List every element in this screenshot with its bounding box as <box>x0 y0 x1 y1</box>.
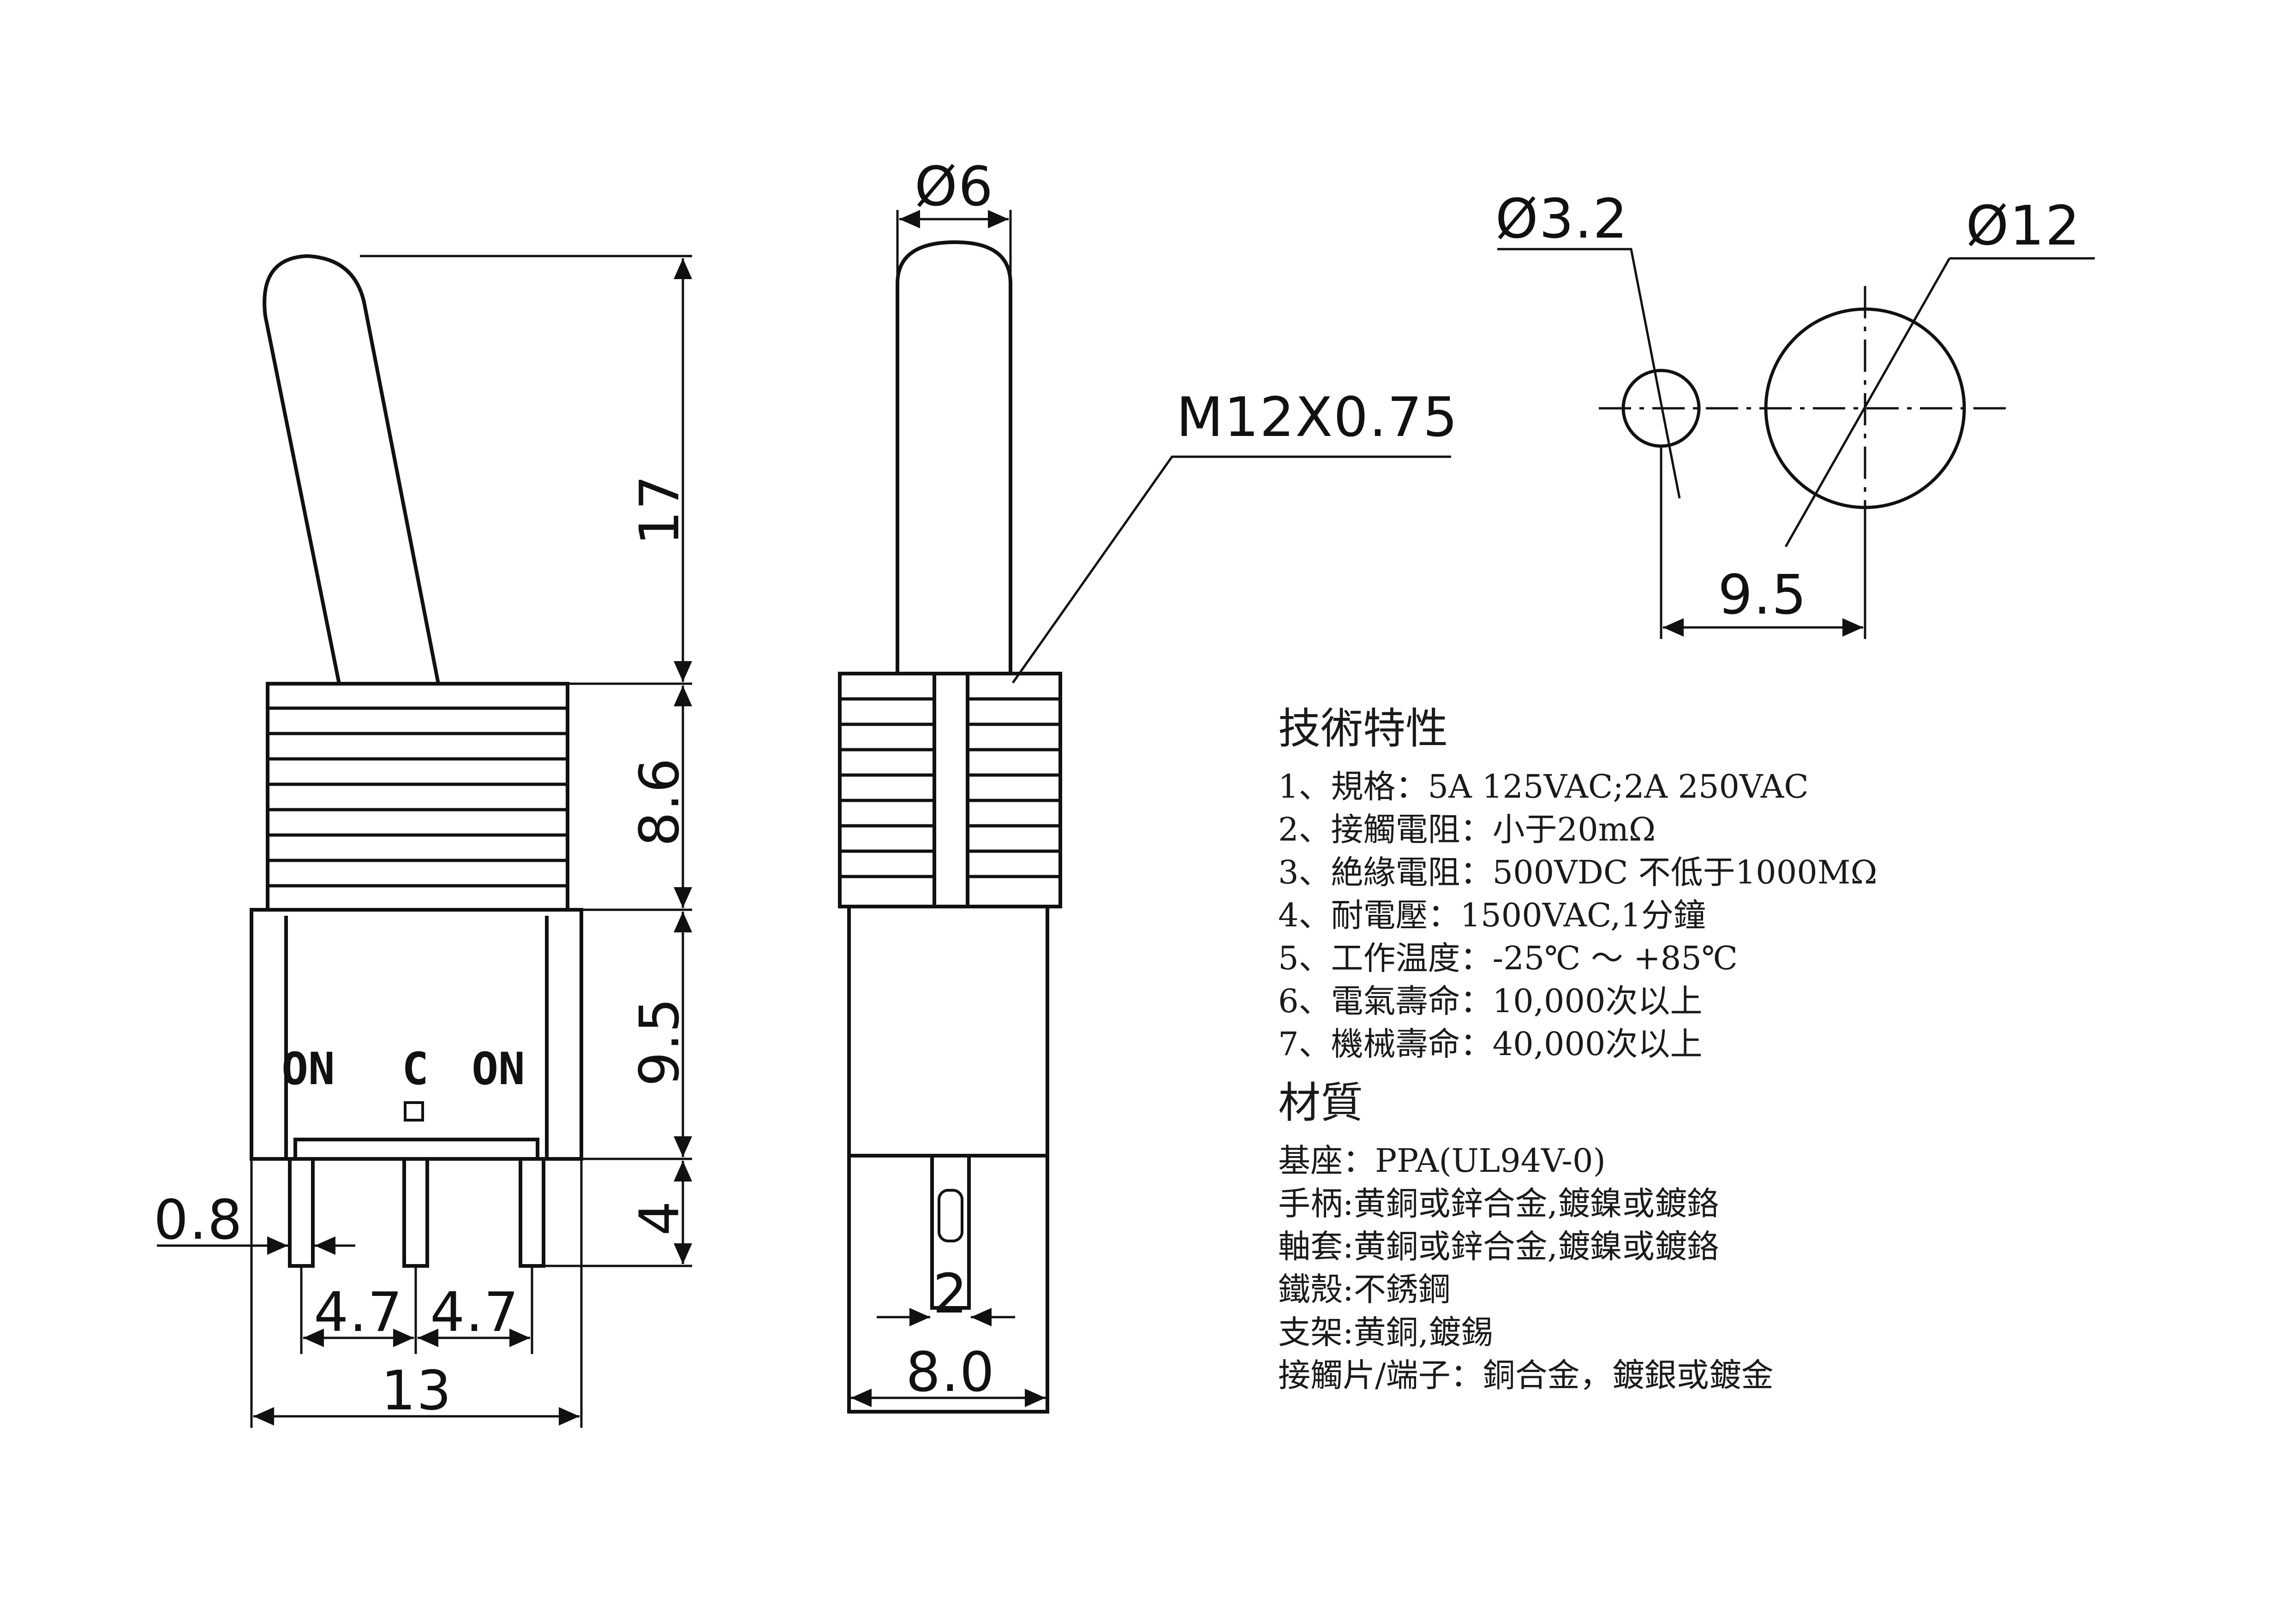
pin-label-on-right: ON <box>472 1043 525 1095</box>
side-terminal-hole <box>938 1189 963 1242</box>
side-bushing-threads <box>840 697 1060 878</box>
spec-operating-temperature: 5、工作温度：-25℃ ～ +85℃ <box>1278 939 1738 977</box>
pin-label-common: C <box>402 1043 429 1095</box>
toggle-handle <box>263 254 440 684</box>
side-handle <box>896 240 1012 674</box>
materials-title: 材質 <box>1278 1078 1363 1128</box>
dim-hole-spacing: 9.5 <box>1718 563 1807 626</box>
dim-side-terminal-width: 2 <box>933 1262 968 1325</box>
dim-pitch-left: 4.7 <box>314 1280 403 1344</box>
dim-hole-small: Ø3.2 <box>1495 187 1629 251</box>
front-dimension-labels: 17 8.6 9.5 4 0.8 4.7 4.7 13 <box>154 474 691 1422</box>
dim-terminal-length: 4 <box>628 1200 691 1235</box>
side-bushing-slot <box>933 672 969 908</box>
materials-list: 基座：PPA(UL94V-0) 手柄:黄銅或鋅合金,鍍鎳或鍍鉻 軸套:黄銅或鋅合… <box>1278 1140 2155 1397</box>
material-bushing: 軸套:黄銅或鋅合金,鍍鎳或鍍鉻 <box>1278 1228 1719 1265</box>
material-base: 基座：PPA(UL94V-0) <box>1278 1142 1606 1180</box>
side-terminal <box>930 1154 971 1310</box>
side-dimension-labels: Ø6 M12X0.75 2 8.0 <box>906 155 1459 1404</box>
front-view <box>250 254 583 1268</box>
pin-labels: ON C ON <box>281 1043 525 1095</box>
pin-label-on-left: ON <box>281 1043 335 1095</box>
terminal-right <box>519 1157 545 1268</box>
material-shell: 鐵殼:不銹鋼 <box>1278 1271 1451 1308</box>
material-handle: 手柄:黄銅或鋅合金,鍍鎳或鍍鉻 <box>1278 1185 1719 1223</box>
dim-thread: M12X0.75 <box>1176 385 1459 449</box>
panel-cutout <box>1497 248 2095 639</box>
spec-mechanical-life: 7、機械壽命：40,000次以上 <box>1278 1025 1703 1063</box>
bushing-threads <box>268 706 568 888</box>
spec-rating: 1、規格：5A 125VAC;2A 250VAC <box>1278 768 1809 806</box>
terminal-left <box>288 1157 315 1268</box>
dim-handle-diameter: Ø6 <box>915 155 994 218</box>
front-dimension-lines <box>157 255 692 1428</box>
dim-hole-large: Ø12 <box>1966 194 2081 257</box>
spec-insulation-resistance: 3、絶緣電阻：500VDC 不低于1000MΩ <box>1278 853 1877 891</box>
base-step <box>293 1138 539 1159</box>
dim-pitch-right: 4.7 <box>430 1280 520 1344</box>
side-view <box>838 240 1062 1414</box>
specifications-panel: 技術特性 1、規格：5A 125VAC;2A 250VAC 2、接觸電阻：小于2… <box>1278 704 2155 1397</box>
dim-body-height: 9.5 <box>628 997 691 1086</box>
specs-title: 技術特性 <box>1278 704 1448 753</box>
side-dimension-lines <box>848 210 1451 1412</box>
dim-handle-height: 17 <box>628 474 691 545</box>
terminal-center <box>402 1157 429 1268</box>
threaded-bushing <box>266 682 569 912</box>
material-contacts: 接觸片/端子：銅合金，鍍銀或鍍金 <box>1278 1356 1774 1394</box>
dim-body-width: 13 <box>381 1359 452 1422</box>
spec-electrical-life: 6、電氣壽命：10,000次以上 <box>1278 982 1703 1020</box>
frame-leg-right <box>545 910 583 1159</box>
spec-dielectric-strength: 4、耐電壓：1500VAC,1分鐘 <box>1278 896 1706 934</box>
material-bracket: 支架:黄銅,鍍錫 <box>1278 1313 1493 1351</box>
side-threaded-bushing <box>838 672 1062 908</box>
dim-side-body-width: 8.0 <box>906 1340 995 1404</box>
center-contact-mark <box>404 1101 424 1122</box>
cutout-dimension-labels: Ø3.2 Ø12 9.5 <box>1495 187 2081 626</box>
spec-contact-resistance: 2、接觸電阻：小于20mΩ <box>1278 811 1656 848</box>
dim-bushing-height: 8.6 <box>628 757 691 847</box>
dim-terminal-width: 0.8 <box>154 1188 243 1252</box>
side-switch-body <box>847 905 1049 1158</box>
frame-leg-left <box>250 910 288 1159</box>
specs-list: 1、規格：5A 125VAC;2A 250VAC 2、接觸電阻：小于20mΩ 3… <box>1278 765 2155 1066</box>
